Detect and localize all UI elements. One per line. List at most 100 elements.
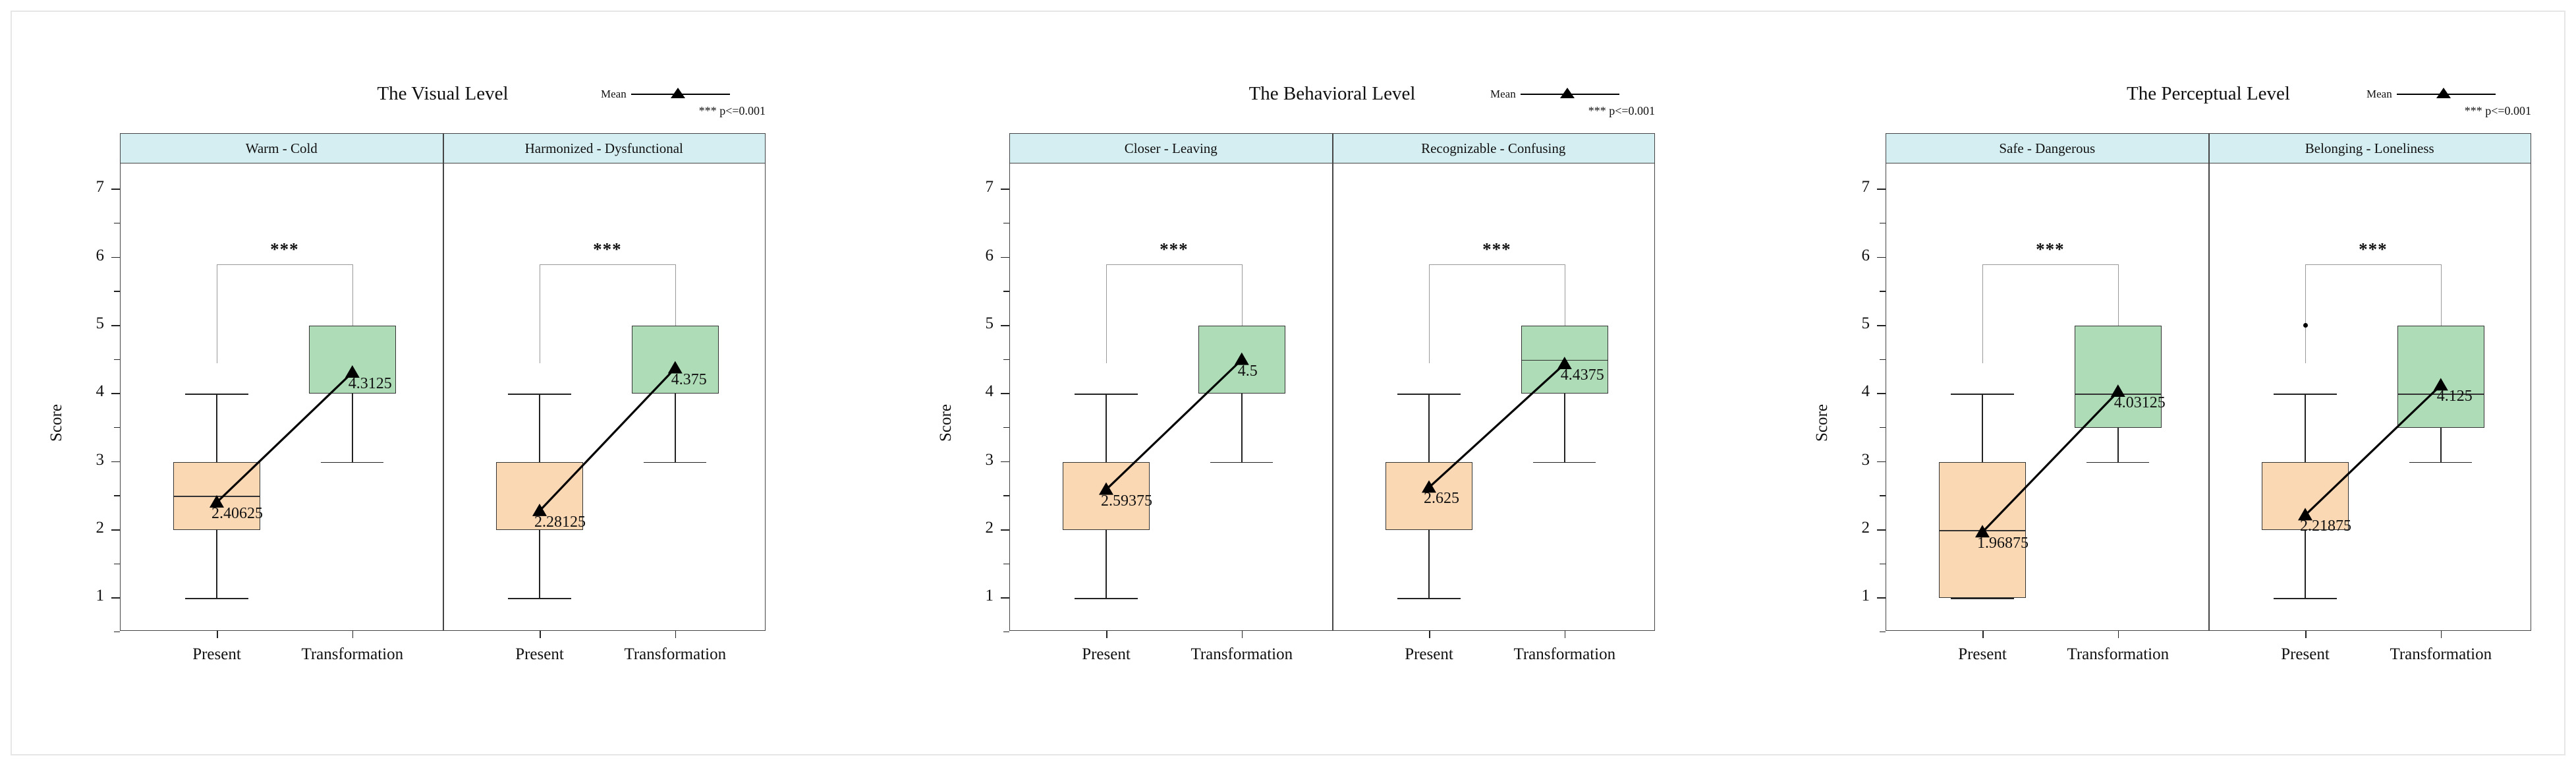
mean-value-label: 4.4375 bbox=[1560, 367, 1604, 384]
significance-bracket bbox=[2305, 264, 2441, 266]
y-tick-major bbox=[111, 393, 120, 395]
legend-pvalue-label: *** p<=0.001 bbox=[2464, 104, 2531, 117]
y-tick-minor bbox=[1003, 359, 1009, 361]
legend-mean-row: Mean bbox=[1490, 86, 1655, 103]
y-tick-major bbox=[111, 256, 120, 258]
y-tick-major bbox=[1001, 256, 1009, 258]
significance-bracket-right bbox=[2117, 264, 2119, 363]
significance-stars: *** bbox=[2359, 239, 2388, 259]
y-tick-major bbox=[1877, 529, 1886, 531]
whisker-lower bbox=[539, 530, 540, 599]
significance-stars: *** bbox=[593, 239, 622, 259]
y-tick-label: 4 bbox=[1861, 382, 1870, 401]
y-tick-major bbox=[1001, 393, 1009, 395]
y-tick-minor bbox=[1880, 427, 1886, 428]
mean-value-label: 2.21875 bbox=[2300, 517, 2351, 535]
mean-value-label: 2.40625 bbox=[211, 505, 263, 523]
y-tick-major bbox=[1877, 393, 1886, 395]
y-tick-label: 1 bbox=[96, 587, 105, 605]
x-tick-label-transformation: Transformation bbox=[1513, 645, 1616, 663]
mean-value-label: 4.3125 bbox=[348, 375, 392, 393]
y-tick-minor bbox=[114, 495, 120, 496]
y-tick-major bbox=[1877, 324, 1886, 326]
subpanel-divider bbox=[443, 133, 444, 631]
significance-bracket bbox=[1982, 264, 2118, 266]
x-tick bbox=[1241, 631, 1243, 638]
x-tick bbox=[2305, 631, 2307, 638]
whisker-cap-upper bbox=[1951, 394, 2014, 396]
x-tick-label-transformation: Transformation bbox=[624, 645, 727, 663]
y-tick-label: 2 bbox=[96, 519, 105, 537]
x-tick-label-present: Present bbox=[1958, 645, 2007, 663]
y-tick-major bbox=[111, 529, 120, 531]
whisker-cap-lower bbox=[2409, 461, 2473, 463]
y-tick-label: 6 bbox=[1861, 246, 1870, 264]
mean-value-label: 2.28125 bbox=[534, 513, 586, 531]
panel-title: The Behavioral Level bbox=[1248, 83, 1416, 104]
y-tick-major bbox=[1877, 597, 1886, 599]
y-tick-minor bbox=[1003, 495, 1009, 496]
whisker-cap-lower bbox=[1397, 598, 1461, 600]
significance-stars: *** bbox=[270, 239, 299, 259]
x-tick bbox=[1982, 631, 1984, 638]
x-tick-label-present: Present bbox=[1082, 645, 1131, 663]
whisker-cap-lower bbox=[185, 598, 248, 600]
significance-stars: *** bbox=[2036, 239, 2065, 259]
whisker-cap-lower bbox=[508, 598, 571, 600]
y-tick-major bbox=[1877, 461, 1886, 463]
whisker-lower bbox=[216, 530, 217, 599]
whisker-lower bbox=[2440, 428, 2442, 462]
subpanel-header-1: Safe - Dangerous bbox=[1999, 140, 2096, 156]
x-tick-label-transformation: Transformation bbox=[2390, 645, 2492, 663]
whisker-lower bbox=[1428, 530, 1430, 599]
subpanel-header-1: Warm - Cold bbox=[245, 140, 318, 156]
y-tick-label: 5 bbox=[1861, 314, 1870, 332]
x-tick-label-present: Present bbox=[1405, 645, 1453, 663]
mean-value-label: 4.125 bbox=[2436, 388, 2473, 405]
mean-value-label: 1.96875 bbox=[1977, 535, 2029, 552]
y-tick-label: 6 bbox=[96, 246, 105, 264]
y-tick-label: 3 bbox=[96, 450, 105, 469]
significance-bracket-right bbox=[675, 264, 677, 363]
mean-marker-line bbox=[630, 88, 730, 98]
legend-mean-row: Mean bbox=[2366, 86, 2531, 103]
y-tick-label: 4 bbox=[96, 382, 105, 401]
y-tick-label: 5 bbox=[985, 314, 994, 332]
subpanel-divider bbox=[2208, 133, 2210, 631]
mean-marker-line bbox=[1520, 88, 1619, 98]
y-tick-major bbox=[111, 461, 120, 463]
mean-value-label: 4.375 bbox=[671, 370, 707, 388]
legend-mean-label: Mean bbox=[1490, 88, 1516, 100]
significance-bracket-right bbox=[352, 264, 354, 363]
y-tick-label: 7 bbox=[1861, 178, 1870, 196]
legend: Mean *** p<=0.001 bbox=[601, 86, 766, 118]
whisker-lower bbox=[2117, 428, 2119, 462]
outlier-point bbox=[2303, 323, 2308, 328]
legend-pvalue-label: *** p<=0.001 bbox=[698, 104, 766, 117]
x-tick-label-transformation: Transformation bbox=[2067, 645, 2170, 663]
whisker-cap-lower bbox=[2086, 461, 2150, 463]
x-tick bbox=[217, 631, 218, 638]
mean-triangle-icon bbox=[670, 88, 685, 98]
whisker-lower bbox=[1106, 530, 1107, 599]
subpanel-header-2: Harmonized - Dysfunctional bbox=[442, 134, 766, 163]
y-tick-minor bbox=[114, 359, 120, 361]
whisker-cap-lower bbox=[2274, 598, 2337, 600]
y-tick-label: 2 bbox=[985, 519, 994, 537]
mean-value-label: 2.625 bbox=[1424, 490, 1459, 508]
y-tick-label: 1 bbox=[985, 587, 994, 605]
significance-bracket bbox=[1106, 264, 1242, 266]
y-tick-minor bbox=[1880, 495, 1886, 496]
median-line bbox=[1938, 530, 2027, 531]
mean-marker-line bbox=[2396, 88, 2496, 98]
y-tick-label: 2 bbox=[1861, 519, 1870, 537]
significance-bracket-right bbox=[2440, 264, 2442, 363]
legend-mean-label: Mean bbox=[601, 88, 627, 100]
significance-stars: *** bbox=[1482, 239, 1511, 259]
y-tick-major bbox=[1877, 256, 1886, 258]
box-transformation bbox=[2397, 325, 2484, 428]
legend-mean-label: Mean bbox=[2366, 88, 2392, 100]
panel-title: The Visual Level bbox=[377, 83, 509, 104]
whisker-upper bbox=[2305, 394, 2306, 462]
